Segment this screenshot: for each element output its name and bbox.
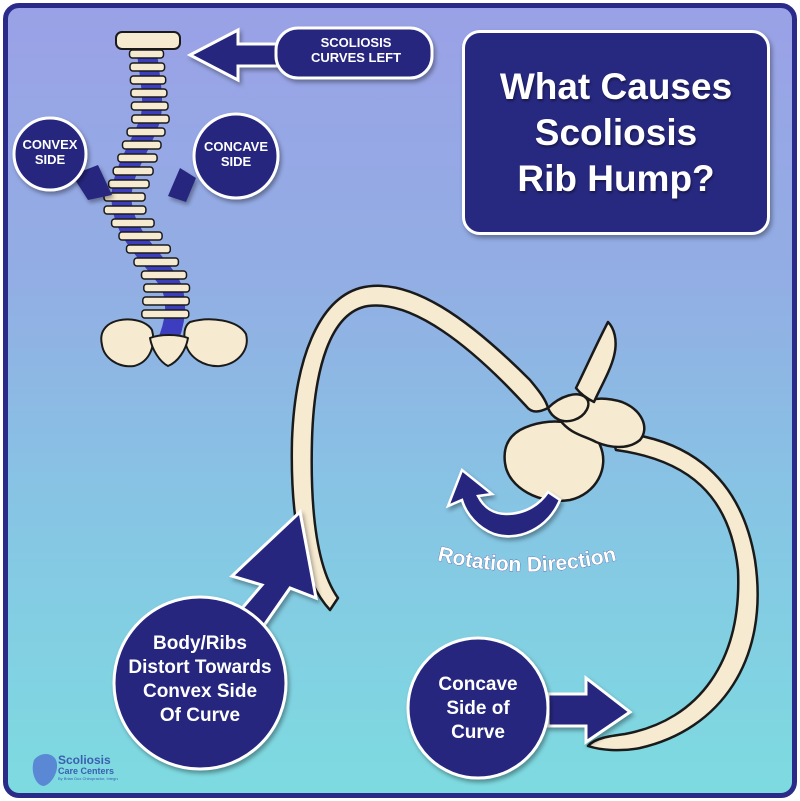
rotation-arrow [445,467,562,538]
title-line-3: Rib Hump? [517,157,715,199]
vertebra [143,283,191,293]
vertebra [130,88,168,98]
concave-line-2: SIDE [220,153,252,169]
body-ribs-line-3: Convex Side [142,681,258,702]
vertebra [118,231,163,241]
body-ribs-label: Body/Ribs Distort Towards Convex Side Of… [118,632,282,728]
curves-left-label: SCOLIOSIS CURVES LEFT [286,35,426,66]
concave-line-1: CONCAVE [203,139,269,154]
convex-line-2: SIDE [34,151,66,167]
vertebra [126,127,166,137]
curves-left-line-1: SCOLIOSIS [320,35,392,50]
rib-cross-section [290,284,759,752]
concave-arrow [168,168,196,202]
concave-curve-label: Concave Side of Curve [418,673,538,745]
vertebra [130,101,169,111]
vertebra [103,192,146,202]
body-ribs-circle [112,595,288,771]
spine-illustration [100,31,248,368]
convex-arrow [72,165,112,200]
logo-tagline: By Brian Dux Chiropractor, Integrative S… [58,776,118,781]
vertebra [117,153,158,163]
concave-side-label: CONCAVE SIDE [196,139,276,170]
concave-curve-line-3: Curve [451,722,505,743]
body-ribs-line-1: Body/Ribs [153,633,247,654]
body-ribs-line-4: Of Curve [159,705,241,726]
pelvis-right [183,318,248,368]
lamina [546,393,590,423]
logo-name-line-2: Care Centers [58,766,115,776]
svg-text:Rotation Direction: Rotation Direction [436,543,618,577]
right-rib [586,430,759,752]
concave-curve-arrow [546,674,633,745]
vertebra [129,62,166,72]
convex-side-label: CONVEX SIDE [16,137,84,168]
vertebra [125,244,172,254]
vertebra [140,270,188,280]
convex-line-1: CONVEX [22,137,78,152]
rotation-label: Rotation Direction [435,542,618,577]
vertebra [131,114,170,124]
concave-circle [192,112,280,200]
logo: Scoliosis Care Centers By Brian Dux Chir… [58,754,118,781]
concave-curve-line-1: Concave [438,674,518,695]
body-ribs-line-2: Distort Towards [128,657,272,678]
concave-curve-circle [406,636,550,780]
vertebra [110,218,155,228]
vertebra [133,257,180,267]
logo-name-line-1: Scoliosis [58,753,111,767]
vertebra [107,179,150,189]
vertebra [142,296,190,306]
top-vertebra [115,31,181,50]
concave-curve-line-2: Side of [446,698,510,719]
vertebra [129,75,167,85]
title-line-2: Scoliosis [534,111,698,153]
title-box: What Causes Scoliosis Rib Hump? [462,30,770,235]
vertebrae-group [103,49,191,319]
logo-mark [32,754,58,786]
rotation-text: Rotation Direction [435,542,618,576]
convex-circle [12,116,88,192]
spinous-process [574,320,617,404]
vertebra [141,309,190,319]
title-line-1: What Causes [499,65,733,107]
curves-left-pill [274,26,434,80]
vertebra [121,140,162,150]
curves-left-line-2: CURVES LEFT [310,49,402,65]
vertebra [103,205,147,215]
vertebra [112,166,154,176]
pelvis-left [100,318,155,368]
vertebra [128,49,165,59]
sacrum [149,334,189,367]
